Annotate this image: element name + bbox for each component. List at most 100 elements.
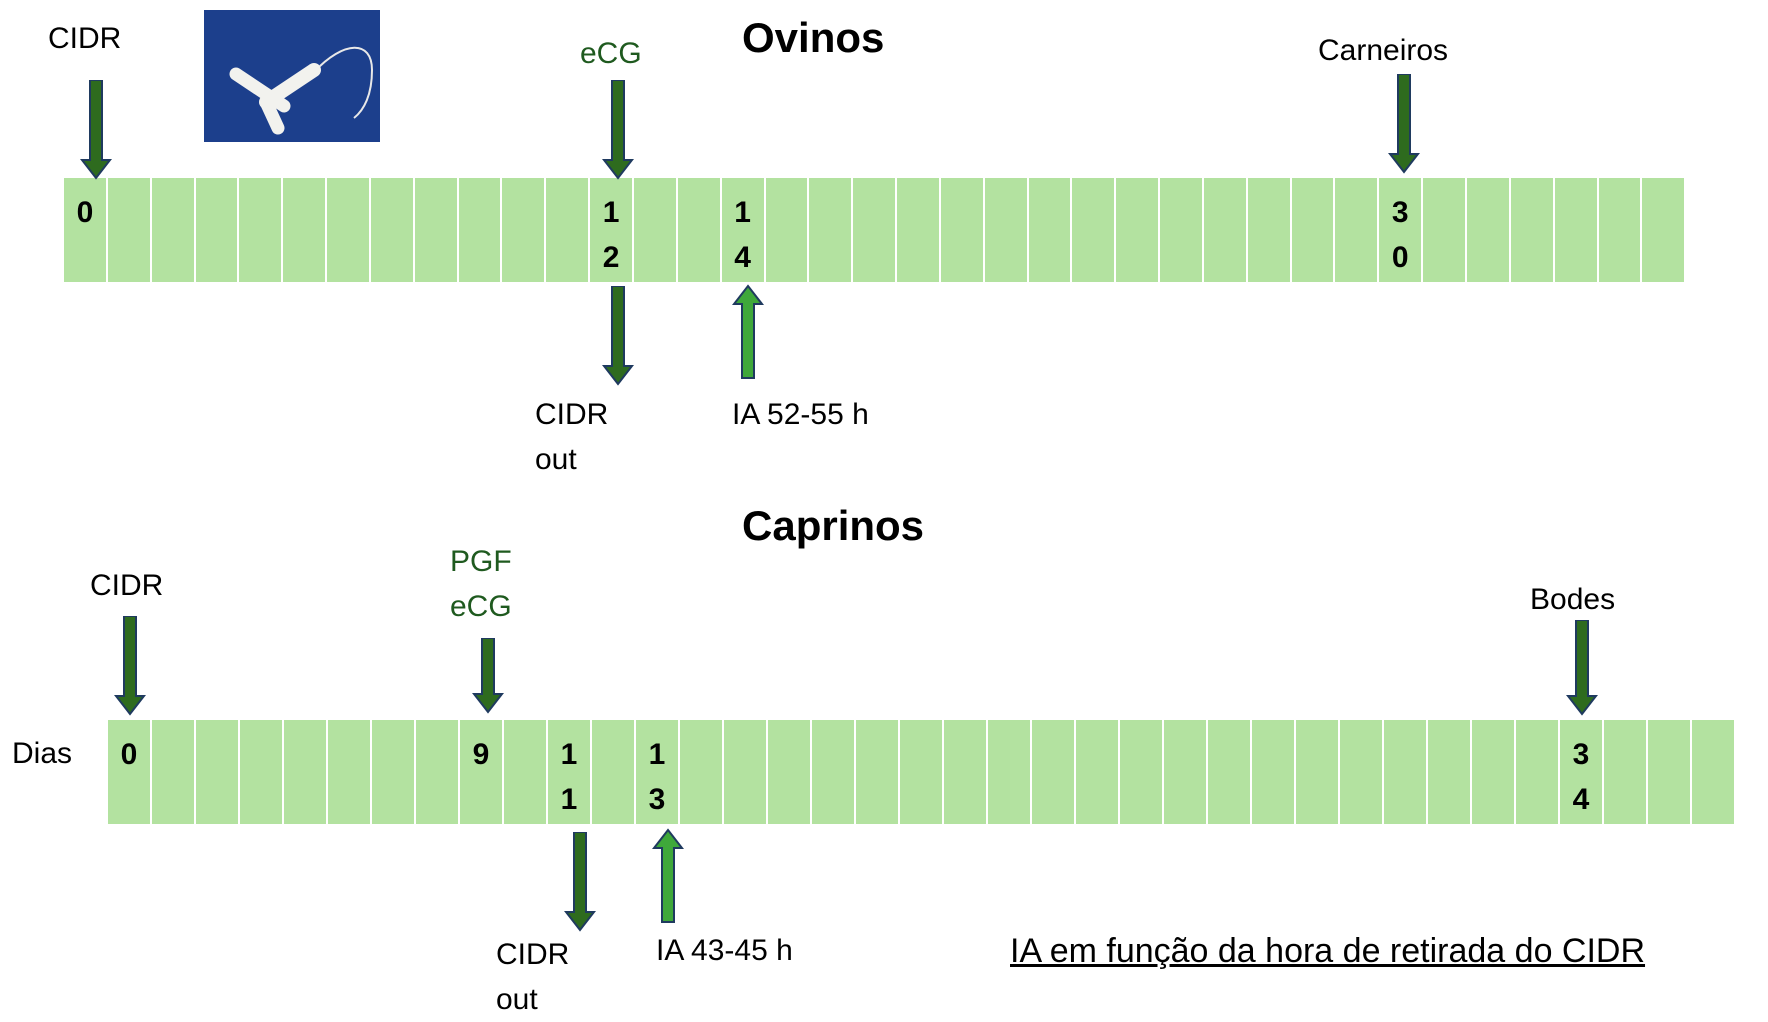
ovinos-carneiros-label: Carneiros [1318,34,1449,67]
ovinos-day-cell [634,178,678,282]
caprinos-day-cell [1208,720,1252,824]
ovinos-day-cell [1292,178,1336,282]
ovinos-day-cell [1248,178,1292,282]
caprinos-day-bar: 0 9 1 1 1 3 3 4 [108,720,1734,824]
caprinos-day-cell [1384,720,1428,824]
caprinos-day-cell [856,720,900,824]
caprinos-day-cell [240,720,284,824]
caprinos-bodes-label: Bodes [1530,583,1616,616]
ovinos-day-cell [546,178,591,282]
ovinos-day-number: 1 4 [734,196,751,274]
ovinos-day-cell: 1 4 [722,178,766,282]
ovinos-day-cell [766,178,810,282]
ovinos-day-cell [459,178,503,282]
ovinos-day-cell [985,178,1029,282]
caprinos-day-cell [592,720,636,824]
ovinos-day-cell [1204,178,1248,282]
caprinos-day-cell [812,720,856,824]
caprinos-day-number: 9 [472,738,490,771]
ovinos-day-number: 1 2 [602,196,620,274]
ovinos-day-cell [327,178,371,282]
ovinos-day-cell [897,178,941,282]
footnote: IA em função da hora de retirada do CIDR [1010,932,1646,970]
caprinos-day-cell [988,720,1032,824]
ovinos-cidr-label: CIDR [48,22,122,55]
caprinos-day-cell [1076,720,1120,824]
caprinos-day-cell [680,720,724,824]
caprinos-day-cell [1648,720,1692,824]
cidr-device-photo [204,10,380,142]
caprinos-day-number: 3 4 [1572,738,1590,816]
ovinos-day-cell [1423,178,1467,282]
caprinos-day-cell [284,720,328,824]
ovinos-day-cell [1555,178,1599,282]
caprinos-day-cell [768,720,812,824]
caprinos-title: Caprinos [742,502,925,549]
ovinos-day-cell [1642,178,1684,282]
down-arrow-icon [114,616,146,716]
down-arrow-icon [602,286,634,386]
caprinos-day-cell [1604,720,1648,824]
caprinos-day-number: 1 1 [560,738,578,816]
caprinos-day-cell [1032,720,1076,824]
down-arrow-icon [1566,620,1598,716]
ovinos-ecg-label: eCG [580,37,642,70]
caprinos-day-cell [1120,720,1164,824]
ovinos-day-cell: 1 2 [590,178,634,282]
ovinos-day-cell [196,178,240,282]
caprinos-day-cell [1472,720,1516,824]
caprinos-day-cell [1428,720,1472,824]
caprinos-pgf-ecg-label: PGF eCG [450,545,512,623]
caprinos-cidr-label: CIDR [90,569,164,602]
caprinos-day-cell [1692,720,1734,824]
ovinos-day-cell [678,178,722,282]
ovinos-day-cell [1599,178,1643,282]
ovinos-day-bar: 0 1 2 1 4 3 0 [64,178,1684,282]
ovinos-day-cell [809,178,854,282]
ovinos-ia-label: IA 52-55 h [732,398,869,431]
ovinos-day-number: 0 [76,196,94,229]
ovinos-cidr-out-label: CIDR out [535,398,609,476]
ovinos-day-cell: 0 [64,178,108,282]
caprinos-day-cell [944,720,988,824]
ovinos-day-cell [1511,178,1555,282]
ovinos-day-cell [502,178,547,282]
ovinos-day-cell [1116,178,1161,282]
caprinos-day-cell [504,720,548,824]
caprinos-day-cell [900,720,944,824]
ovinos-day-number: 3 0 [1391,196,1409,274]
ovinos-day-cell [1160,178,1204,282]
caprinos-ia-label: IA 43-45 h [656,934,793,967]
ovinos-title: Ovinos [742,14,885,61]
ovinos-day-cell: 3 0 [1379,178,1424,282]
ovinos-day-cell [283,178,328,282]
caprinos-day-number: 0 [120,738,138,771]
down-arrow-icon [472,638,504,714]
ovinos-day-cell [853,178,898,282]
caprinos-day-cell: 1 3 [636,720,680,824]
caprinos-day-cell: 1 1 [548,720,592,824]
caprinos-day-cell: 9 [460,720,504,824]
ovinos-day-cell [1335,178,1380,282]
caprinos-dias-label: Dias [12,737,73,770]
caprinos-day-cell [1516,720,1560,824]
caprinos-day-cell [724,720,768,824]
caprinos-day-number: 1 3 [648,738,666,816]
ovinos-day-cell [152,178,196,282]
ovinos-day-cell [941,178,985,282]
ovinos-day-cell [1467,178,1511,282]
caprinos-day-cell [1164,720,1208,824]
ovinos-day-cell [1072,178,1117,282]
ovinos-day-cell [371,178,415,282]
caprinos-day-cell [416,720,460,824]
up-arrow-icon [652,828,684,923]
caprinos-day-cell [152,720,196,824]
caprinos-day-cell: 0 [108,720,152,824]
caprinos-day-cell [1296,720,1340,824]
up-arrow-icon [732,284,764,379]
down-arrow-icon [80,80,112,180]
caprinos-day-cell [328,720,372,824]
ovinos-day-cell [415,178,459,282]
down-arrow-icon [602,80,634,180]
caprinos-cidr-out-label: CIDR out [496,938,570,1016]
